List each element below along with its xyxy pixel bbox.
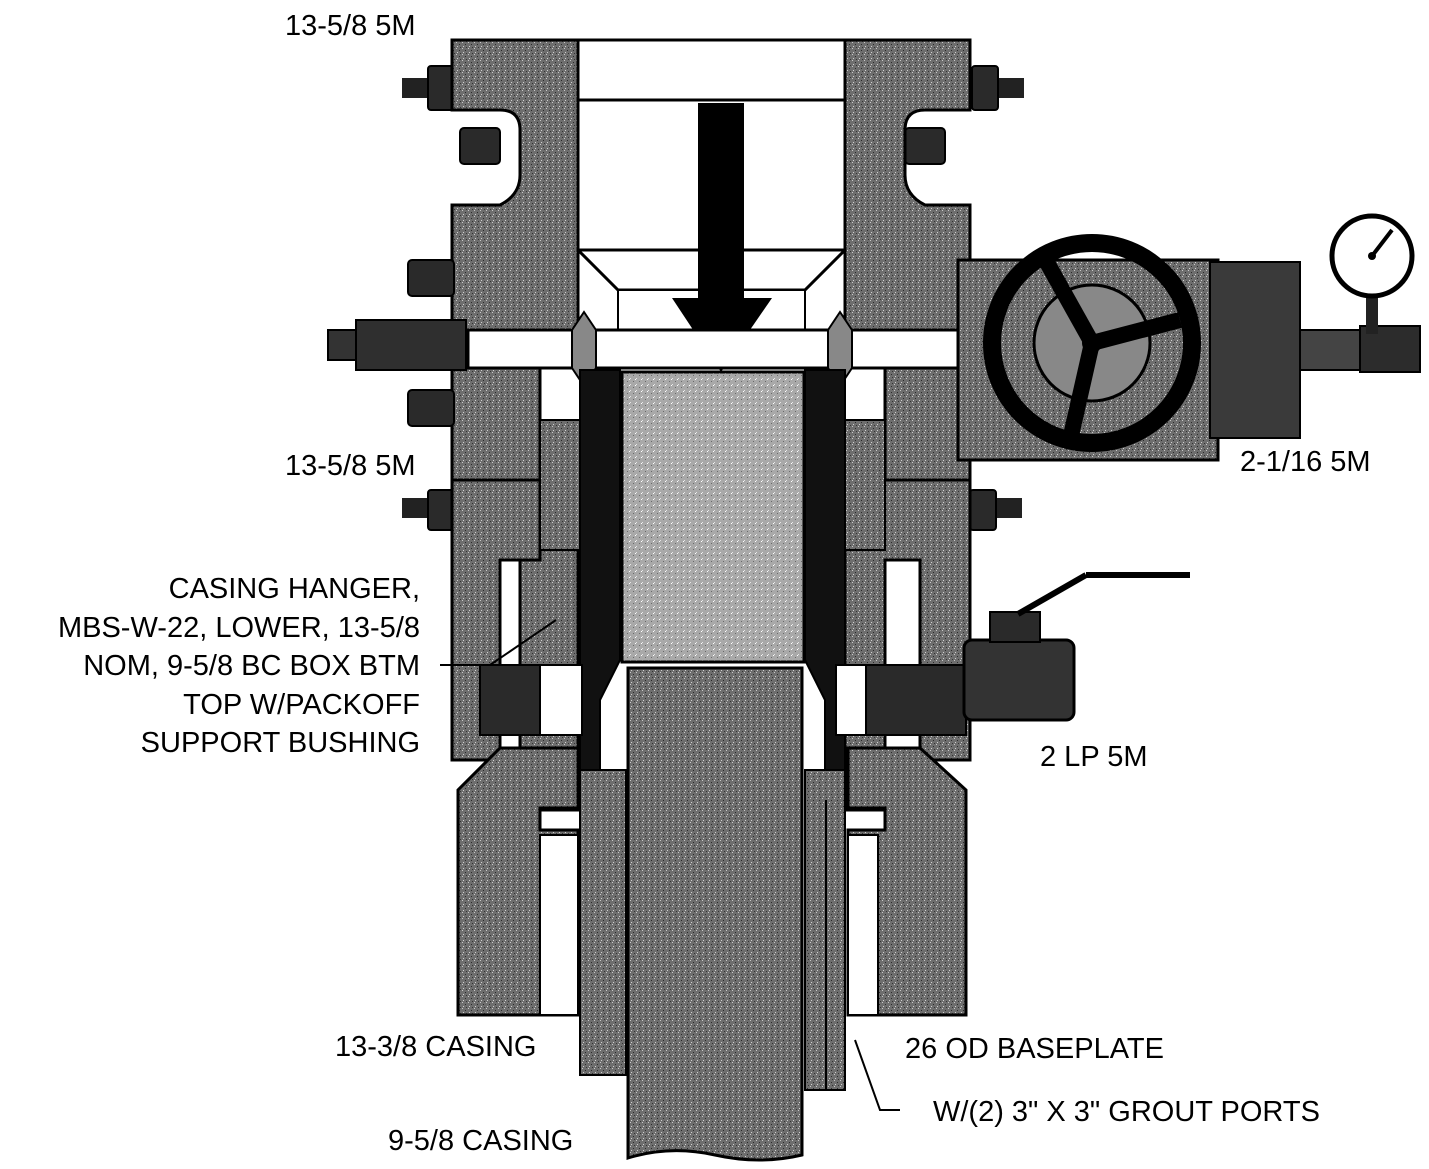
leader-lines <box>440 619 900 1111</box>
casing-hanger-line-4: TOP W/PACKOFF <box>183 688 420 721</box>
casing-hanger-line-5: SUPPORT BUSHING <box>140 727 420 759</box>
label-flange-middle: 13-5/8 5M <box>285 450 416 482</box>
left-valve-bolts <box>327 259 467 427</box>
label-lower-outlet: 2 LP 5M <box>1040 741 1148 773</box>
label-side-outlet-valve: 2-1/16 5M <box>1240 446 1371 478</box>
pressure-gauge-icon <box>1329 213 1415 299</box>
casing-hanger-line-3: NOM, 9-5/8 BC BOX BTM <box>83 650 420 682</box>
label-casing-hanger: CASING HANGER, MBS-W-22, LOWER, 13-5/8 N… <box>58 570 420 763</box>
inner-casing <box>626 666 804 1162</box>
hanger-bore <box>620 370 806 664</box>
label-baseplate: 26 OD BASEPLATE <box>905 1033 1164 1065</box>
outer-casing <box>579 769 846 1091</box>
side-outlet-bore <box>466 310 960 388</box>
label-grout-ports: W/(2) 3" X 3" GROUT PORTS <box>933 1096 1320 1128</box>
casing-hanger-line-2: MBS-W-22, LOWER, 13-5/8 <box>57 611 420 644</box>
label-outer-casing: 13-3/8 CASING <box>335 1031 537 1063</box>
upper-housing <box>450 38 972 482</box>
down-arrow <box>672 103 772 372</box>
ball-valve-icon <box>962 572 1190 722</box>
baseplate <box>456 746 968 1017</box>
label-inner-casing: 9-5/8 CASING <box>388 1125 574 1157</box>
top-flange-bolts <box>402 65 1024 165</box>
label-flange-top: 13-5/8 5M <box>285 10 416 42</box>
gate-valve-assembly <box>956 234 1421 462</box>
casing-hanger-line-1: CASING HANGER, <box>168 573 420 605</box>
